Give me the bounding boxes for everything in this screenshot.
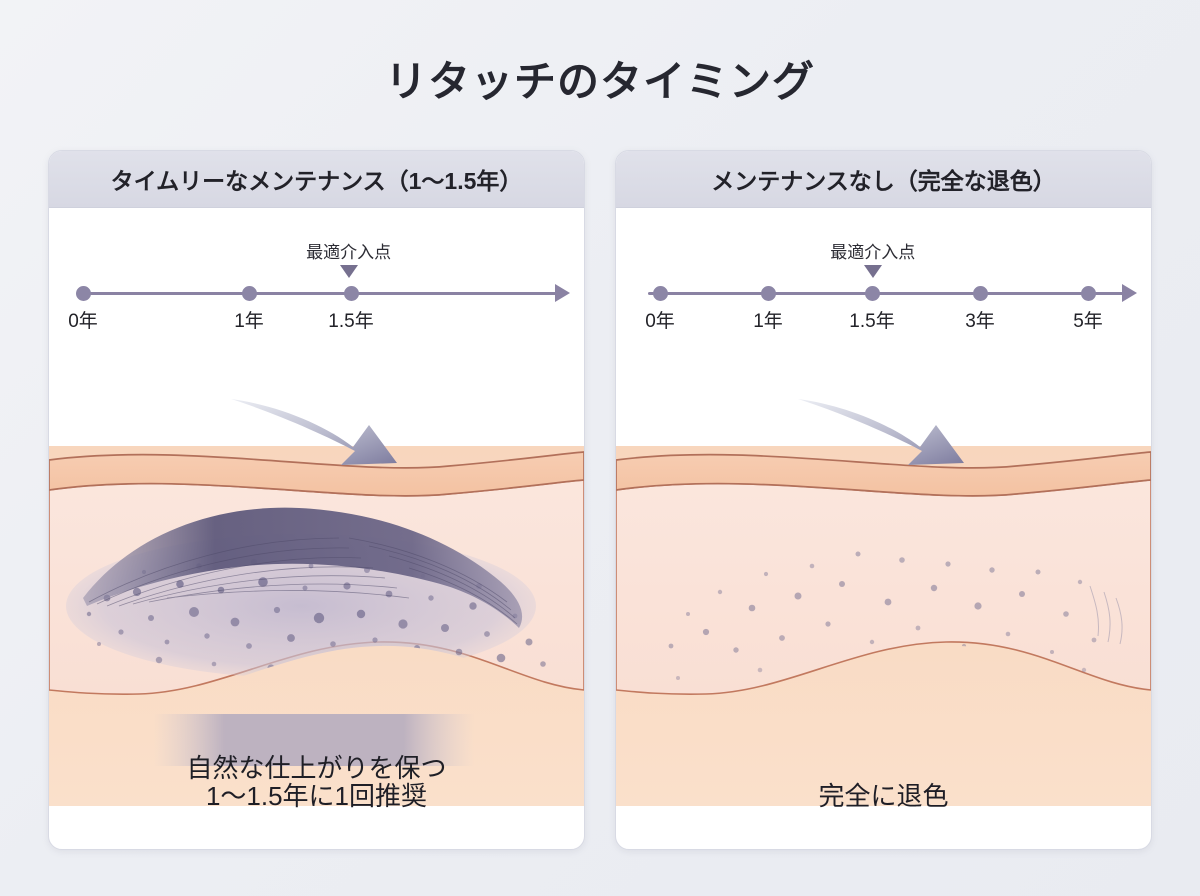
timeline-tick-label: 1.5年 <box>849 311 895 332</box>
timeline-tick-label: 1年 <box>753 311 783 332</box>
timeline-marker-label: 最適介入点 <box>306 243 392 262</box>
timeline-axis <box>648 292 1127 295</box>
eyebrow-shape <box>83 507 523 628</box>
caption-backdrop <box>154 714 474 766</box>
panel-no-maintenance: メンテナンスなし（完全な退色） 最適介入点 0年 1年 1.5年 3年 <box>615 150 1152 850</box>
timeline-marker-triangle-icon <box>339 265 358 278</box>
timeline-dot[interactable] <box>653 286 668 301</box>
residual-hair-strokes <box>1089 585 1123 645</box>
panel-container: タイムリーなメンテナンス（1〜1.5年） 最適介入点 0年 1年 1.5年 <box>48 150 1152 850</box>
panel-body-timely-maintenance: 最適介入点 0年 1年 1.5年 <box>49 208 584 849</box>
timeline-tick-label: 1年 <box>234 311 264 332</box>
timeline-tick-label: 1.5年 <box>328 311 374 332</box>
timeline-dot[interactable] <box>865 286 880 301</box>
panel-footer-no-maintenance: 完全に退色 <box>818 781 949 811</box>
skin-cross-section-svg <box>49 446 584 806</box>
timeline-dot[interactable] <box>973 286 988 301</box>
panel-header-no-maintenance: メンテナンスなし（完全な退色） <box>616 151 1151 208</box>
page-title: リタッチのタイミング <box>384 58 815 105</box>
timeline-tick-label: 3年 <box>965 311 995 332</box>
timeline-arrowhead-icon <box>555 284 570 302</box>
timeline-marker-label: 最適介入点 <box>830 243 916 262</box>
timeline-marker-triangle-icon <box>863 265 882 278</box>
panel-header-timely-maintenance: タイムリーなメンテナンス（1〜1.5年） <box>49 151 584 208</box>
timeline-arrowhead-icon <box>1122 284 1137 302</box>
timeline-tick-label: 5年 <box>1073 311 1103 332</box>
timeline-timely-maintenance: 最適介入点 0年 1年 1.5年 <box>49 220 584 340</box>
pigment-cloud-sparse <box>668 551 1123 683</box>
timeline-tick-label: 0年 <box>645 311 675 332</box>
timeline-dot[interactable] <box>1081 286 1096 301</box>
timeline-dot[interactable] <box>242 286 257 301</box>
skin-cross-section-svg <box>616 446 1151 806</box>
timeline-tick-label: 0年 <box>68 311 98 332</box>
timeline-dot[interactable] <box>761 286 776 301</box>
timeline-dot[interactable] <box>344 286 359 301</box>
pointer-arrow-icon <box>798 399 964 465</box>
pointer-arrow-icon <box>231 399 397 465</box>
timeline-dot[interactable] <box>76 286 91 301</box>
timeline-no-maintenance: 最適介入点 0年 1年 1.5年 3年 5年 <box>616 220 1151 340</box>
timeline-axis <box>81 292 560 295</box>
epidermis-layer <box>49 451 584 497</box>
illustration-no-maintenance <box>616 446 1151 806</box>
epidermis-layer <box>616 451 1151 497</box>
panel-body-no-maintenance: 最適介入点 0年 1年 1.5年 3年 5年 <box>616 208 1151 849</box>
panel-footer-timely-maintenance: 1〜1.5年に1回推奨 <box>205 781 428 811</box>
illustration-timely-maintenance <box>49 446 584 806</box>
panel-timely-maintenance: タイムリーなメンテナンス（1〜1.5年） 最適介入点 0年 1年 1.5年 <box>48 150 585 850</box>
